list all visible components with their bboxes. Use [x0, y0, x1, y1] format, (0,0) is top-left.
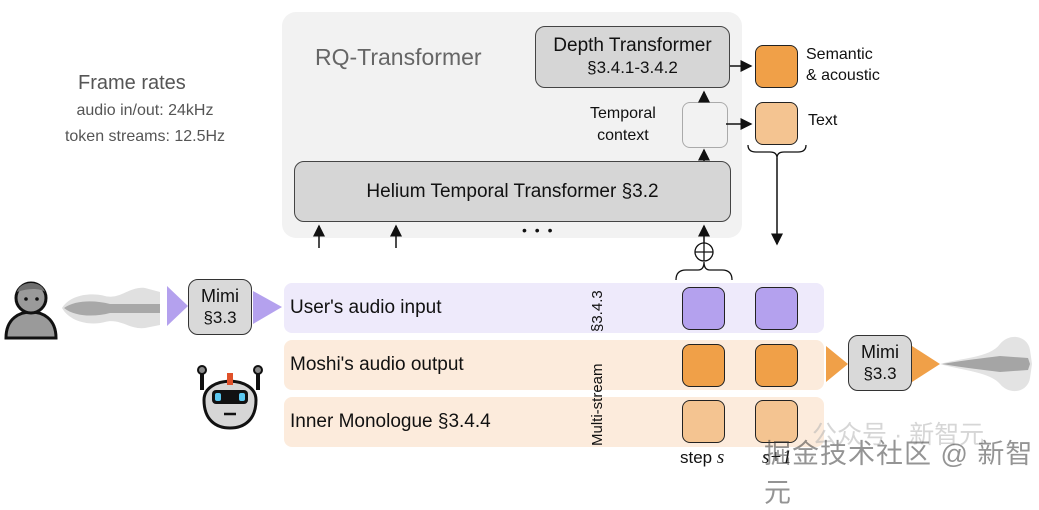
user-token-step-s1: [755, 287, 798, 330]
mimi-to-stream-triangle-icon: [253, 291, 282, 324]
temporal-context-line1: Temporal: [590, 105, 656, 122]
ellipsis: • • •: [522, 222, 555, 238]
audio-rate: audio in/out: 24kHz: [76, 102, 214, 119]
user-audio-input-label: User's audio input: [290, 297, 442, 318]
semantic-acoustic-label: Semantic & acoustic: [806, 44, 880, 86]
watermark-line1: 公众号 · 新智元: [812, 421, 985, 449]
legend-brace: [747, 144, 807, 159]
text-token-step-s: [682, 400, 725, 443]
semantic-label-line2: & acoustic: [806, 67, 880, 84]
moshi-audio-output-label: Moshi's audio output: [290, 354, 464, 375]
stream-row-inner-monologue: Inner Monologue §3.4.4: [284, 397, 824, 447]
step-s-label: step s: [680, 447, 724, 469]
inner-monologue-label: Inner Monologue §3.4.4: [290, 411, 491, 432]
user-input-triangle-icon: [167, 286, 188, 326]
stream-row-user: User's audio input: [284, 283, 824, 333]
mimi-encoder-title: Mimi: [201, 286, 239, 306]
helium-temporal-transformer-box: Helium Temporal Transformer §3.2: [294, 161, 731, 222]
step-var: s: [716, 447, 725, 468]
mimi-decoder-title: Mimi: [861, 342, 899, 362]
semantic-label-line1: Semantic: [806, 46, 873, 63]
text-label: Text: [808, 112, 838, 129]
sum-icon: [694, 242, 714, 262]
sum-brace: [675, 261, 733, 281]
step-s1-label: s+1: [762, 447, 792, 469]
output-waveform-icon: [940, 336, 1032, 392]
user-waveform-icon: [62, 287, 160, 329]
temporal-context-line2: context: [597, 127, 649, 144]
user-token-step-s: [682, 287, 725, 330]
step-prefix: step: [680, 448, 717, 467]
mimi-decoder-section: §3.3: [863, 364, 897, 383]
stream-row-moshi: Moshi's audio output: [284, 340, 824, 390]
step-next: s+1: [762, 447, 792, 468]
token-rate: token streams: 12.5Hz: [64, 128, 226, 145]
text-token-step-s1: [755, 400, 798, 443]
helium-label: Helium Temporal Transformer §3.2: [366, 180, 659, 202]
diagram-graphics: [4, 60, 1032, 430]
depth-transformer-title: Depth Transformer: [553, 35, 712, 56]
frame-rates-title: Frame rates: [78, 72, 186, 94]
rq-transformer-title: RQ-Transformer: [315, 44, 482, 70]
stream-to-mimi-triangle-icon: [826, 346, 848, 382]
temporal-context-label: Temporal context: [590, 103, 656, 147]
moshi-token-step-s: [682, 344, 725, 387]
moshi-token-step-s1: [755, 344, 798, 387]
depth-transformer-section: §3.4.1-3.4.2: [587, 58, 678, 77]
temporal-context-box: [682, 102, 728, 148]
text-token-legend: [755, 102, 798, 145]
mimi-decoder-box: Mimi §3.3: [848, 335, 912, 391]
semantic-acoustic-token-legend: [755, 45, 798, 88]
user-person-icon: [4, 281, 58, 340]
depth-transformer-box: Depth Transformer §3.4.1-3.4.2: [535, 26, 730, 88]
robot-icon: [197, 365, 263, 430]
mimi-encoder-box: Mimi §3.3: [188, 279, 252, 335]
mimi-encoder-section: §3.3: [203, 308, 237, 327]
mimi-output-triangle-icon: [912, 346, 940, 382]
